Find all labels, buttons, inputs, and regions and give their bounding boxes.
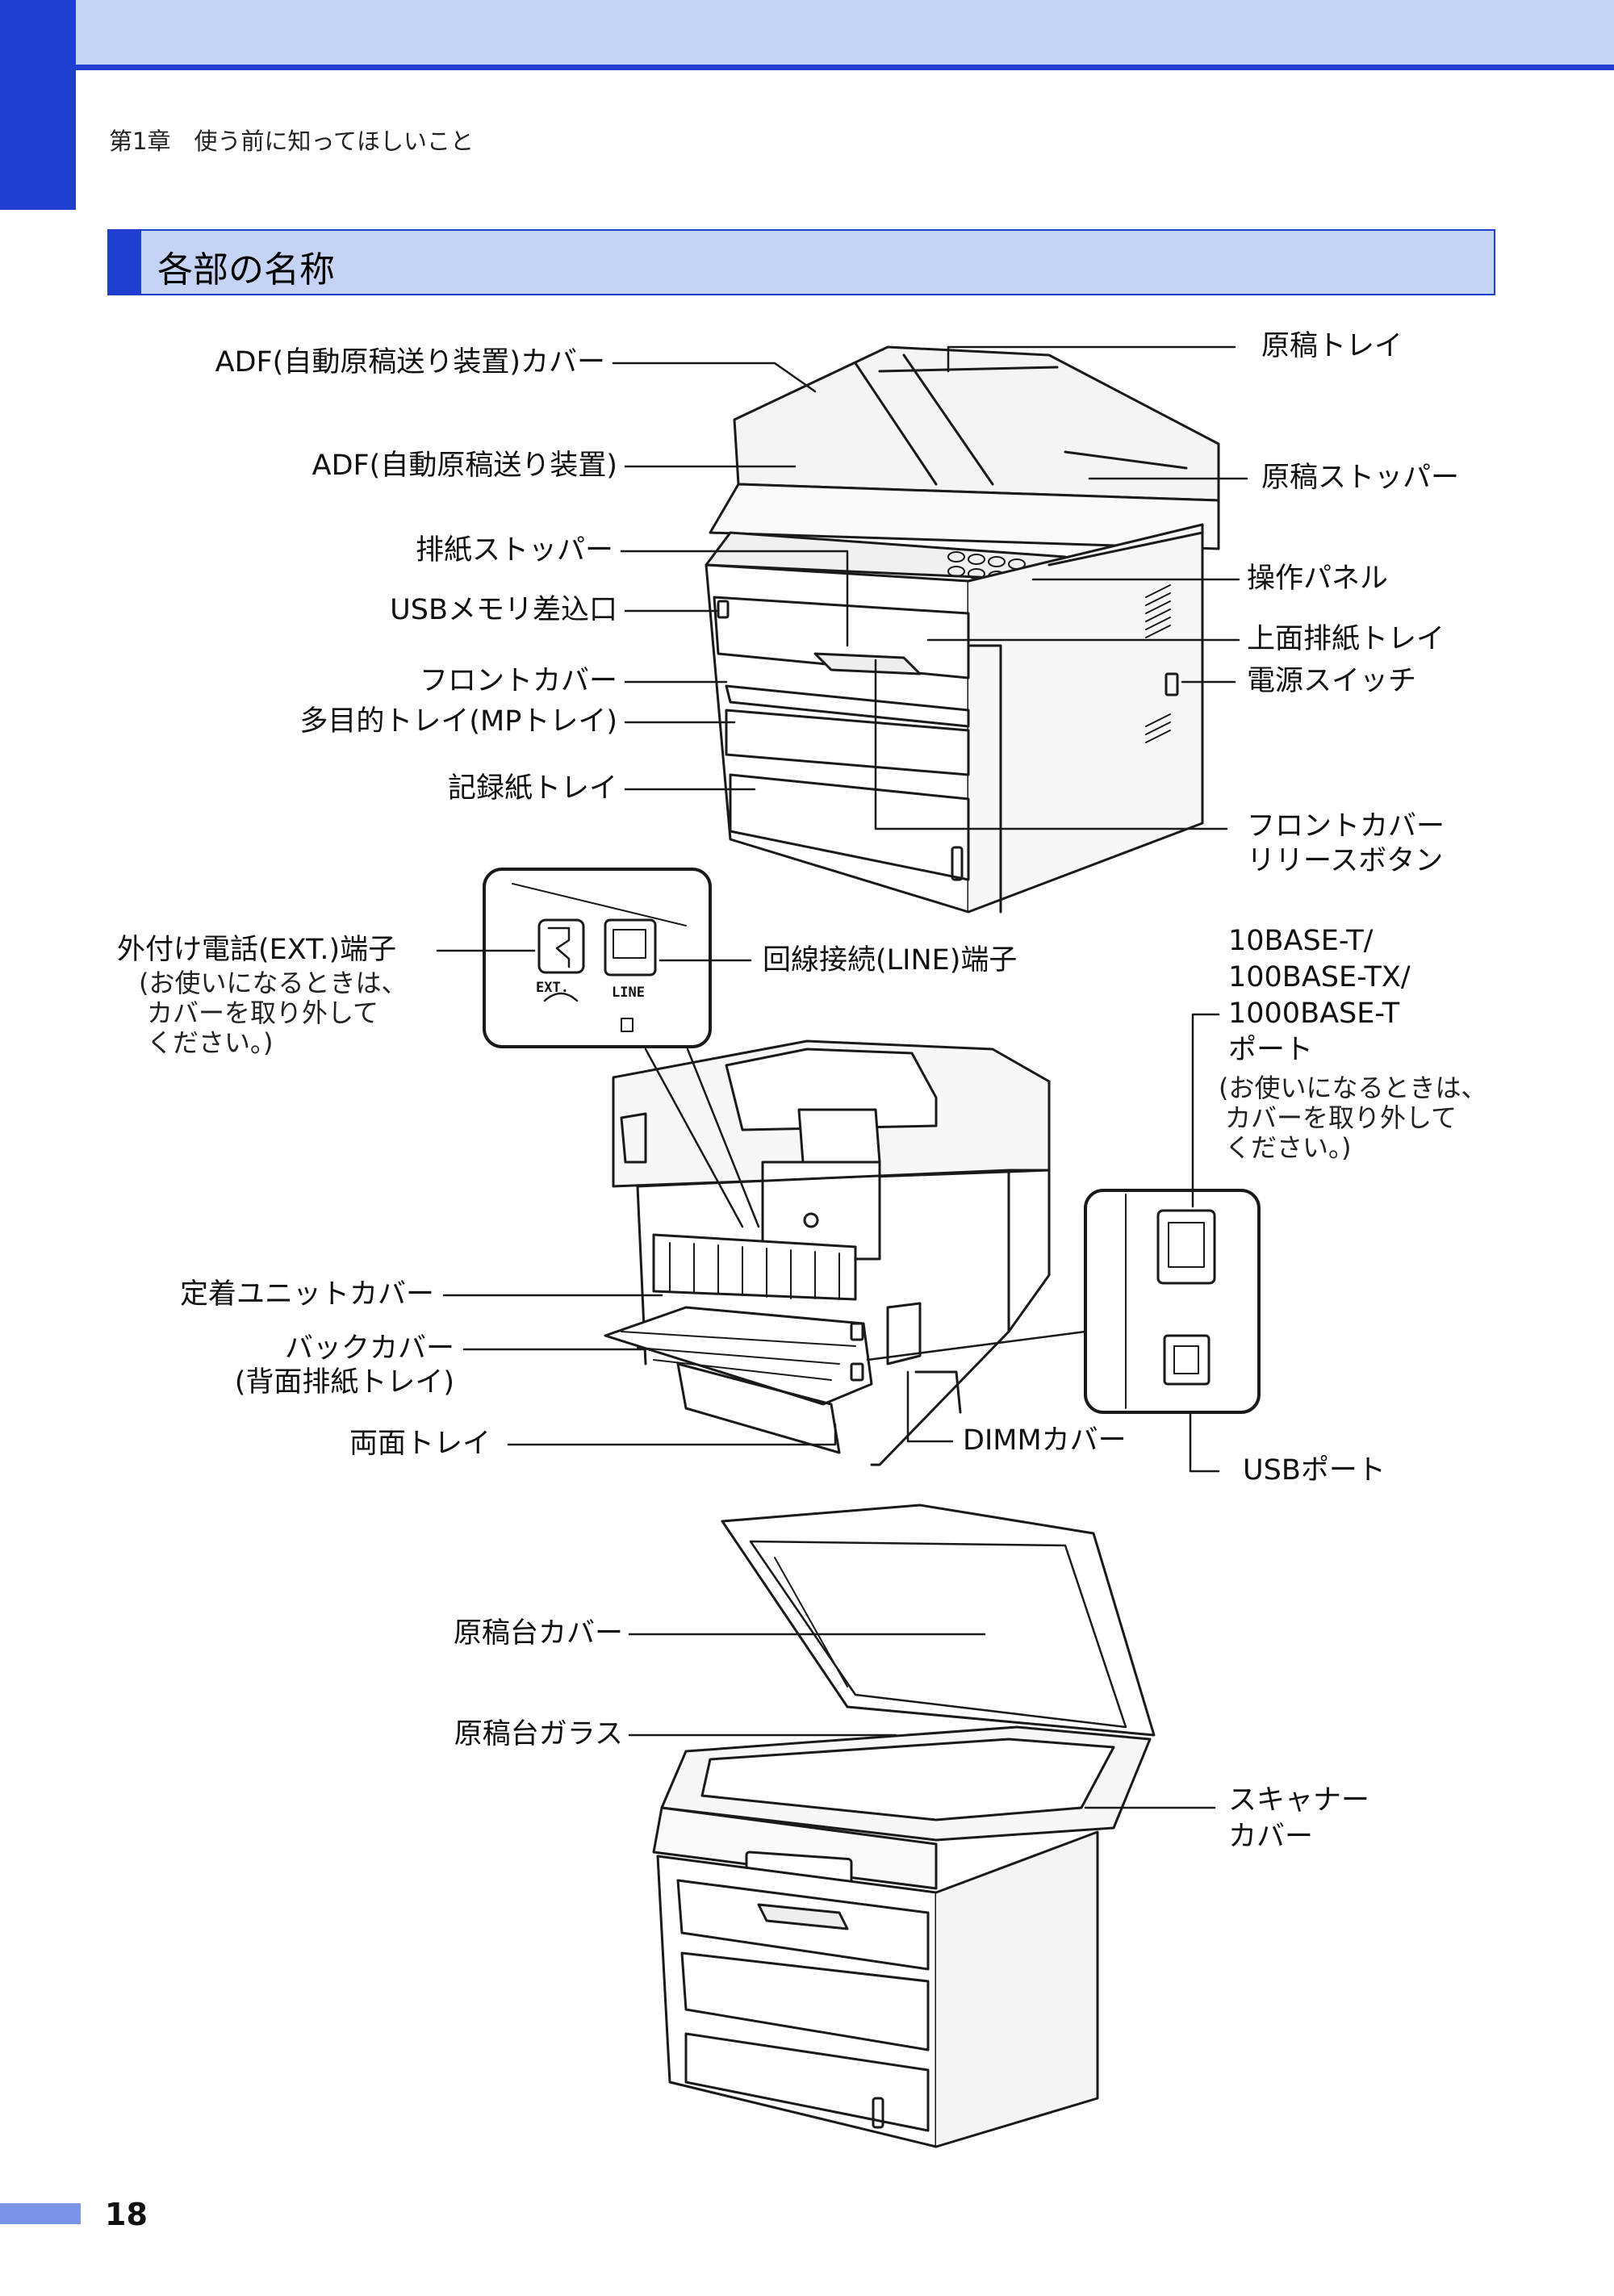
note-lan-2: カバーを取り外して [1225, 1102, 1457, 1133]
header-rule [0, 65, 1614, 70]
leader-lines-rear [442, 1013, 1220, 1473]
header-band [0, 0, 1614, 65]
page-number-tab [0, 2203, 81, 2224]
inset-line-text: LINE [612, 985, 645, 1001]
label-document-tray: 原稿トレイ [1261, 330, 1403, 362]
note-ext-3: ください。) [147, 1027, 274, 1058]
note-lan-3: ください。) [1225, 1132, 1352, 1163]
section-marker [109, 231, 141, 294]
label-back-cover-sub: (背面排紙トレイ) [234, 1366, 454, 1399]
note-lan-1: (お使いになるときは、 [1219, 1073, 1487, 1103]
label-fuser-cover: 定着ユニットカバー [179, 1278, 434, 1311]
label-scanner-cover-1: スキャナー [1228, 1784, 1370, 1817]
label-control-panel: 操作パネル [1247, 562, 1389, 595]
printer-rear-illustration [604, 1039, 1051, 1466]
label-scanner-cover-2: カバー [1228, 1821, 1314, 1853]
note-ext-2: カバーを取り外して [147, 997, 379, 1028]
label-power-switch: 電源スイッチ [1247, 665, 1417, 697]
leader-lines-inset [436, 949, 752, 962]
label-front-cover-release-2: リリースボタン [1247, 845, 1444, 877]
label-ext-port: 外付け電話(EXT.)端子 [117, 934, 397, 966]
label-document-glass: 原稿台ガラス [454, 1718, 623, 1750]
label-usb-memory: USBメモリ差込口 [390, 594, 617, 626]
section-title: 各部の名称 [157, 249, 335, 291]
label-adf: ADF(自動原稿送り装置) [312, 450, 617, 482]
page-number: 18 [105, 2197, 148, 2232]
lan-usb-inset [1084, 1189, 1261, 1414]
section-heading: 各部の名称 [107, 229, 1495, 295]
label-duplex-tray: 両面トレイ [349, 1428, 491, 1460]
note-ext-1: (お使いになるときは、 [139, 968, 408, 998]
printer-front-illustration [705, 345, 1220, 914]
chapter-title: 第1章 使う前に知ってほしいこと [109, 128, 475, 155]
inset-ext-text: EXT. [536, 980, 569, 996]
chapter-tab [0, 0, 76, 210]
label-document-stopper: 原稿ストッパー [1261, 462, 1460, 494]
printer-scanner-open-illustration [652, 1503, 1156, 2148]
label-mp-tray: 多目的トレイ(MPトレイ) [299, 705, 617, 738]
label-document-cover: 原稿台カバー [453, 1617, 623, 1650]
label-dimm-cover: DIMMカバー [963, 1424, 1127, 1457]
leader-lines-front [612, 345, 1248, 830]
ext-line-inset [483, 868, 712, 1048]
label-paper-tray: 記録紙トレイ [447, 772, 617, 805]
label-lan-3: 1000BASE-T [1228, 997, 1400, 1030]
label-top-output-tray: 上面排紙トレイ [1247, 623, 1445, 655]
label-line-port: 回線接続(LINE)端子 [763, 944, 1018, 977]
label-lan-1: 10BASE-T/ [1228, 925, 1374, 957]
label-output-stopper: 排紙ストッパー [415, 534, 613, 567]
label-back-cover: バックカバー [284, 1332, 454, 1365]
label-front-cover: フロントカバー [419, 665, 617, 697]
leader-lines-scanner [628, 1633, 1216, 1809]
label-lan-2: 100BASE-TX/ [1228, 961, 1411, 993]
label-front-cover-release-1: フロントカバー [1247, 810, 1445, 843]
label-usb-port: USBポート [1243, 1454, 1386, 1487]
label-adf-cover: ADF(自動原稿送り装置)カバー [215, 346, 605, 378]
label-lan-4: ポート [1228, 1034, 1314, 1066]
